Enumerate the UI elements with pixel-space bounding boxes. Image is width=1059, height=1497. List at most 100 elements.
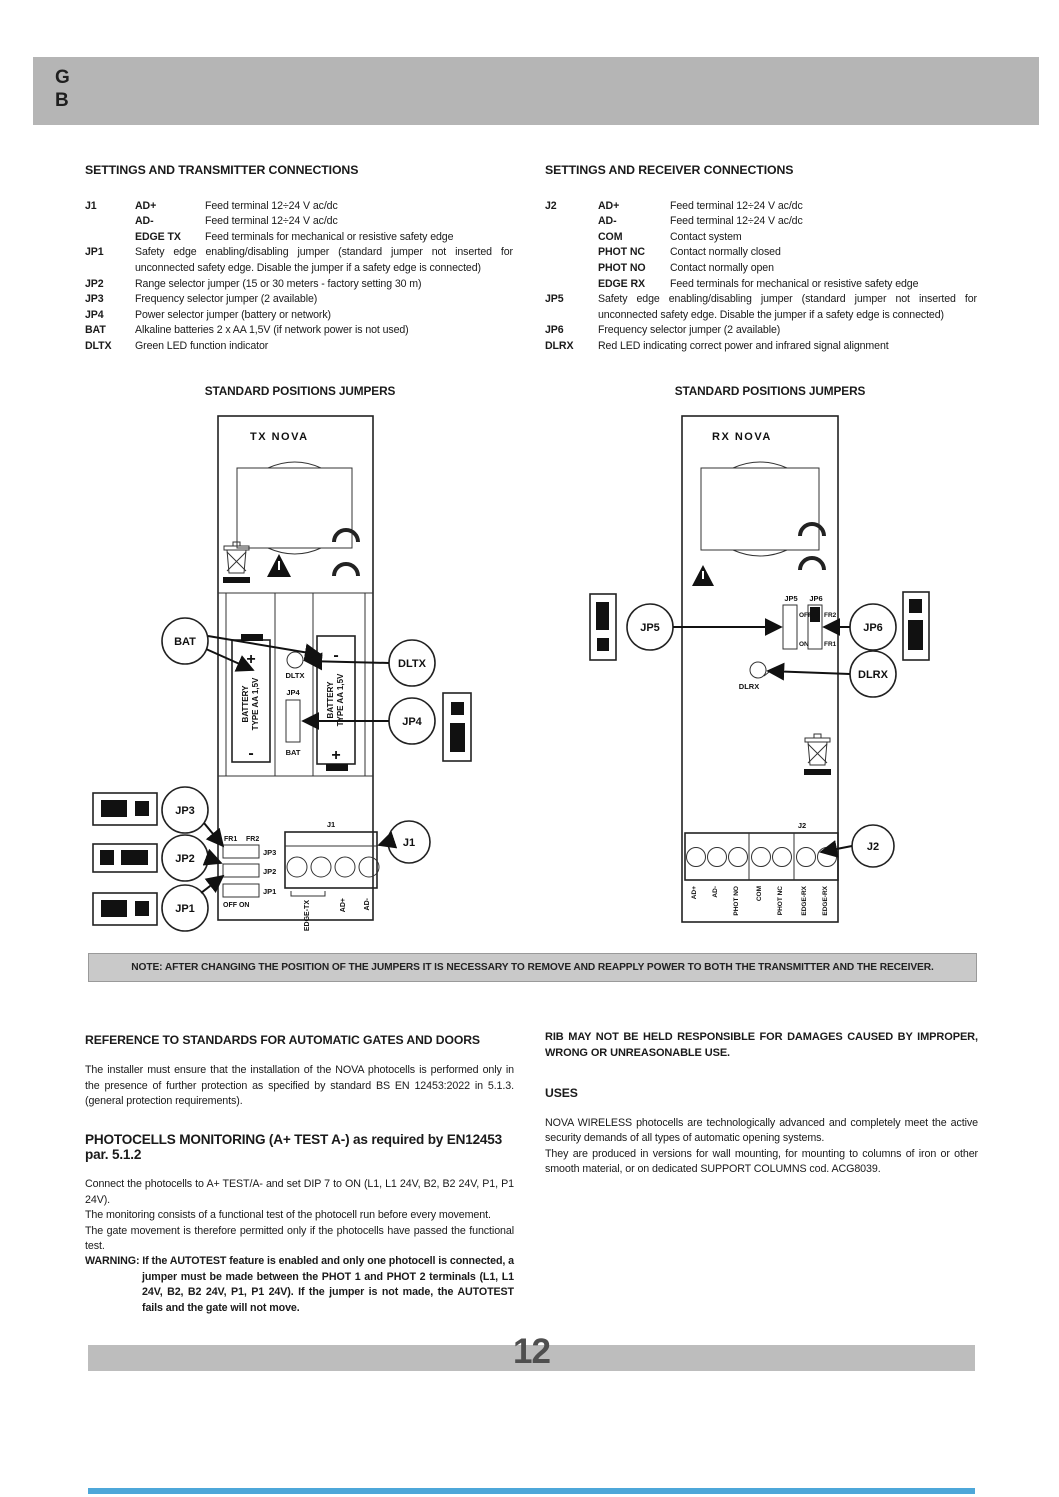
onboard-jumpers: JP5 JP6 OFF ON FR2 FR1 bbox=[782, 594, 837, 650]
svg-text:AD-: AD- bbox=[364, 897, 371, 910]
standards-body: The installer must ensure that the insta… bbox=[85, 1064, 514, 1108]
battery-2: - + BATTERY TYPE AA 1,5V bbox=[316, 635, 356, 771]
def-row: JP6 Frequency selector jumper (2 availab… bbox=[545, 323, 977, 339]
svg-text:TYPE AA 1,5V: TYPE AA 1,5V bbox=[251, 677, 260, 730]
warning-body: If the AUTOTEST feature is enabled and o… bbox=[139, 1255, 514, 1314]
rx-board-diagram: RX NOVA JP5 JP6 OFF ON FR2 FR1 bbox=[589, 415, 930, 923]
def-sub: EDGE RX bbox=[598, 277, 645, 290]
rib-and-uses-section: RIB MAY NOT BE HELD RESPONSIBLE FOR DAMA… bbox=[545, 1030, 978, 1200]
callout-j1: J1 bbox=[377, 820, 431, 864]
jp5-detail-box bbox=[589, 593, 617, 661]
def-term: JP1 bbox=[85, 246, 104, 259]
def-desc: Contact system bbox=[670, 230, 742, 243]
svg-text:+: + bbox=[246, 651, 255, 668]
warning-triangle-icon bbox=[692, 565, 714, 586]
svg-text:FR2: FR2 bbox=[824, 612, 837, 619]
dlrx-led: DLRX bbox=[739, 661, 770, 691]
def-row: EDGE RX Feed terminals for mechanical or… bbox=[545, 277, 977, 293]
transmitter-settings-section: SETTINGS AND TRANSMITTER CONNECTIONS J1 … bbox=[85, 163, 513, 355]
battery-1: + - BATTERY TYPE AA 1,5V bbox=[231, 634, 271, 763]
svg-text:DLRX: DLRX bbox=[858, 669, 889, 681]
def-row: DLRX Red LED indicating correct power an… bbox=[545, 339, 977, 355]
def-sub: PHOT NC bbox=[598, 246, 645, 259]
svg-text:DLTX: DLTX bbox=[398, 658, 427, 670]
svg-text:-: - bbox=[333, 647, 338, 664]
svg-text:AD+: AD+ bbox=[340, 898, 347, 912]
rx-board-outline bbox=[681, 415, 839, 923]
def-desc: Red LED indicating correct power and inf… bbox=[598, 339, 889, 352]
svg-text:-: - bbox=[248, 745, 253, 762]
svg-text:FR2: FR2 bbox=[246, 836, 259, 843]
def-term: BAT bbox=[85, 324, 106, 337]
def-term: JP4 bbox=[85, 308, 104, 321]
callout-jp5: JP5 bbox=[626, 603, 783, 651]
svg-text:PHOT NC: PHOT NC bbox=[777, 886, 784, 916]
svg-text:J2: J2 bbox=[867, 841, 879, 853]
def-desc: Frequency selector jumper (2 available) bbox=[135, 293, 318, 306]
rx-board-label: RX NOVA bbox=[712, 431, 772, 443]
svg-text:COM: COM bbox=[756, 886, 763, 901]
svg-text:FR1: FR1 bbox=[824, 641, 837, 648]
def-sub: AD- bbox=[135, 215, 154, 228]
svg-text:JP6: JP6 bbox=[863, 622, 883, 634]
callout-dltx: DLTX bbox=[304, 639, 436, 687]
uses-body: NOVA WIRELESS photocells are technologic… bbox=[545, 1117, 978, 1176]
svg-text:EDGE-RX: EDGE-RX bbox=[801, 885, 808, 915]
def-desc: Feed terminal 12÷24 V ac/dc bbox=[205, 199, 338, 212]
dltx-led: DLTX bbox=[285, 651, 305, 680]
def-desc: Alkaline batteries 2 x AA 1,5V (if netwo… bbox=[135, 324, 409, 337]
def-row: JP2 Range selector jumper (15 or 30 mete… bbox=[85, 277, 513, 293]
def-row: JP1 Safety edge enabling/disabling jumpe… bbox=[85, 245, 513, 276]
receiver-section-title: SETTINGS AND RECEIVER CONNECTIONS bbox=[545, 163, 794, 177]
callout-jp6: JP6 bbox=[822, 603, 897, 651]
def-row: J2 AD+ Feed terminal 12÷24 V ac/dc bbox=[545, 199, 977, 215]
tx-diagram-title: STANDARD POSITIONS JUMPERS bbox=[204, 384, 396, 398]
lens-outline bbox=[700, 461, 820, 557]
svg-text:PHOT NO: PHOT NO bbox=[733, 886, 740, 916]
weee-bin-icon bbox=[804, 733, 831, 775]
svg-text:AD+: AD+ bbox=[691, 886, 698, 899]
def-desc: Safety edge enabling/disabling jumper (s… bbox=[135, 246, 513, 274]
def-desc: Power selector jumper (battery or networ… bbox=[135, 308, 331, 321]
def-term: J2 bbox=[545, 199, 557, 212]
def-desc: Frequency selector jumper (2 available) bbox=[598, 324, 781, 337]
def-desc: Green LED function indicator bbox=[135, 339, 269, 352]
footer-accent-bar bbox=[88, 1488, 975, 1494]
standards-and-monitoring-section: REFERENCE TO STANDARDS FOR AUTOMATIC GAT… bbox=[85, 1033, 514, 1316]
jumpers-note-text: NOTE: AFTER CHANGING THE POSITION OF THE… bbox=[131, 962, 934, 973]
def-desc: Range selector jumper (15 or 30 meters -… bbox=[135, 277, 422, 290]
def-term: DLTX bbox=[85, 339, 112, 352]
svg-text:JP2: JP2 bbox=[263, 867, 276, 876]
svg-text:DLRX: DLRX bbox=[739, 682, 759, 691]
svg-text:JP4: JP4 bbox=[402, 716, 422, 728]
def-term: DLRX bbox=[545, 339, 574, 352]
jp4-jumper: JP4 BAT bbox=[285, 688, 301, 757]
svg-text:OFF: OFF bbox=[799, 612, 812, 619]
battery-compartment bbox=[218, 592, 373, 777]
svg-text:JP1: JP1 bbox=[175, 903, 195, 915]
svg-text:BAT: BAT bbox=[174, 636, 196, 648]
def-term: JP5 bbox=[545, 293, 564, 306]
svg-text:AD-: AD- bbox=[712, 886, 719, 898]
def-term: JP3 bbox=[85, 293, 104, 306]
def-desc: Contact normally open bbox=[670, 261, 774, 274]
tx-board-outline bbox=[217, 415, 374, 921]
uses-heading: USES bbox=[545, 1085, 578, 1100]
callout-jp1: JP1 bbox=[161, 874, 225, 932]
def-row: JP3 Frequency selector jumper (2 availab… bbox=[85, 292, 513, 308]
svg-text:FR1: FR1 bbox=[224, 836, 237, 843]
def-row: DLTX Green LED function indicator bbox=[85, 339, 513, 355]
def-row: COM Contact system bbox=[545, 230, 977, 246]
def-sub: PHOT NO bbox=[598, 261, 646, 274]
def-sub: AD+ bbox=[135, 199, 157, 212]
jp3-detail-box bbox=[92, 792, 158, 826]
svg-text:JP1: JP1 bbox=[263, 887, 276, 896]
def-row: JP4 Power selector jumper (battery or ne… bbox=[85, 308, 513, 324]
monitoring-heading: PHOTOCELLS MONITORING (A+ TEST A-) as re… bbox=[85, 1131, 503, 1163]
svg-text:JP6: JP6 bbox=[809, 594, 822, 603]
svg-text:J1: J1 bbox=[403, 837, 415, 849]
callout-jp2: JP2 bbox=[161, 834, 223, 882]
language-code: G B bbox=[55, 66, 70, 112]
def-term: JP6 bbox=[545, 324, 564, 337]
footer-bar bbox=[88, 1345, 975, 1371]
